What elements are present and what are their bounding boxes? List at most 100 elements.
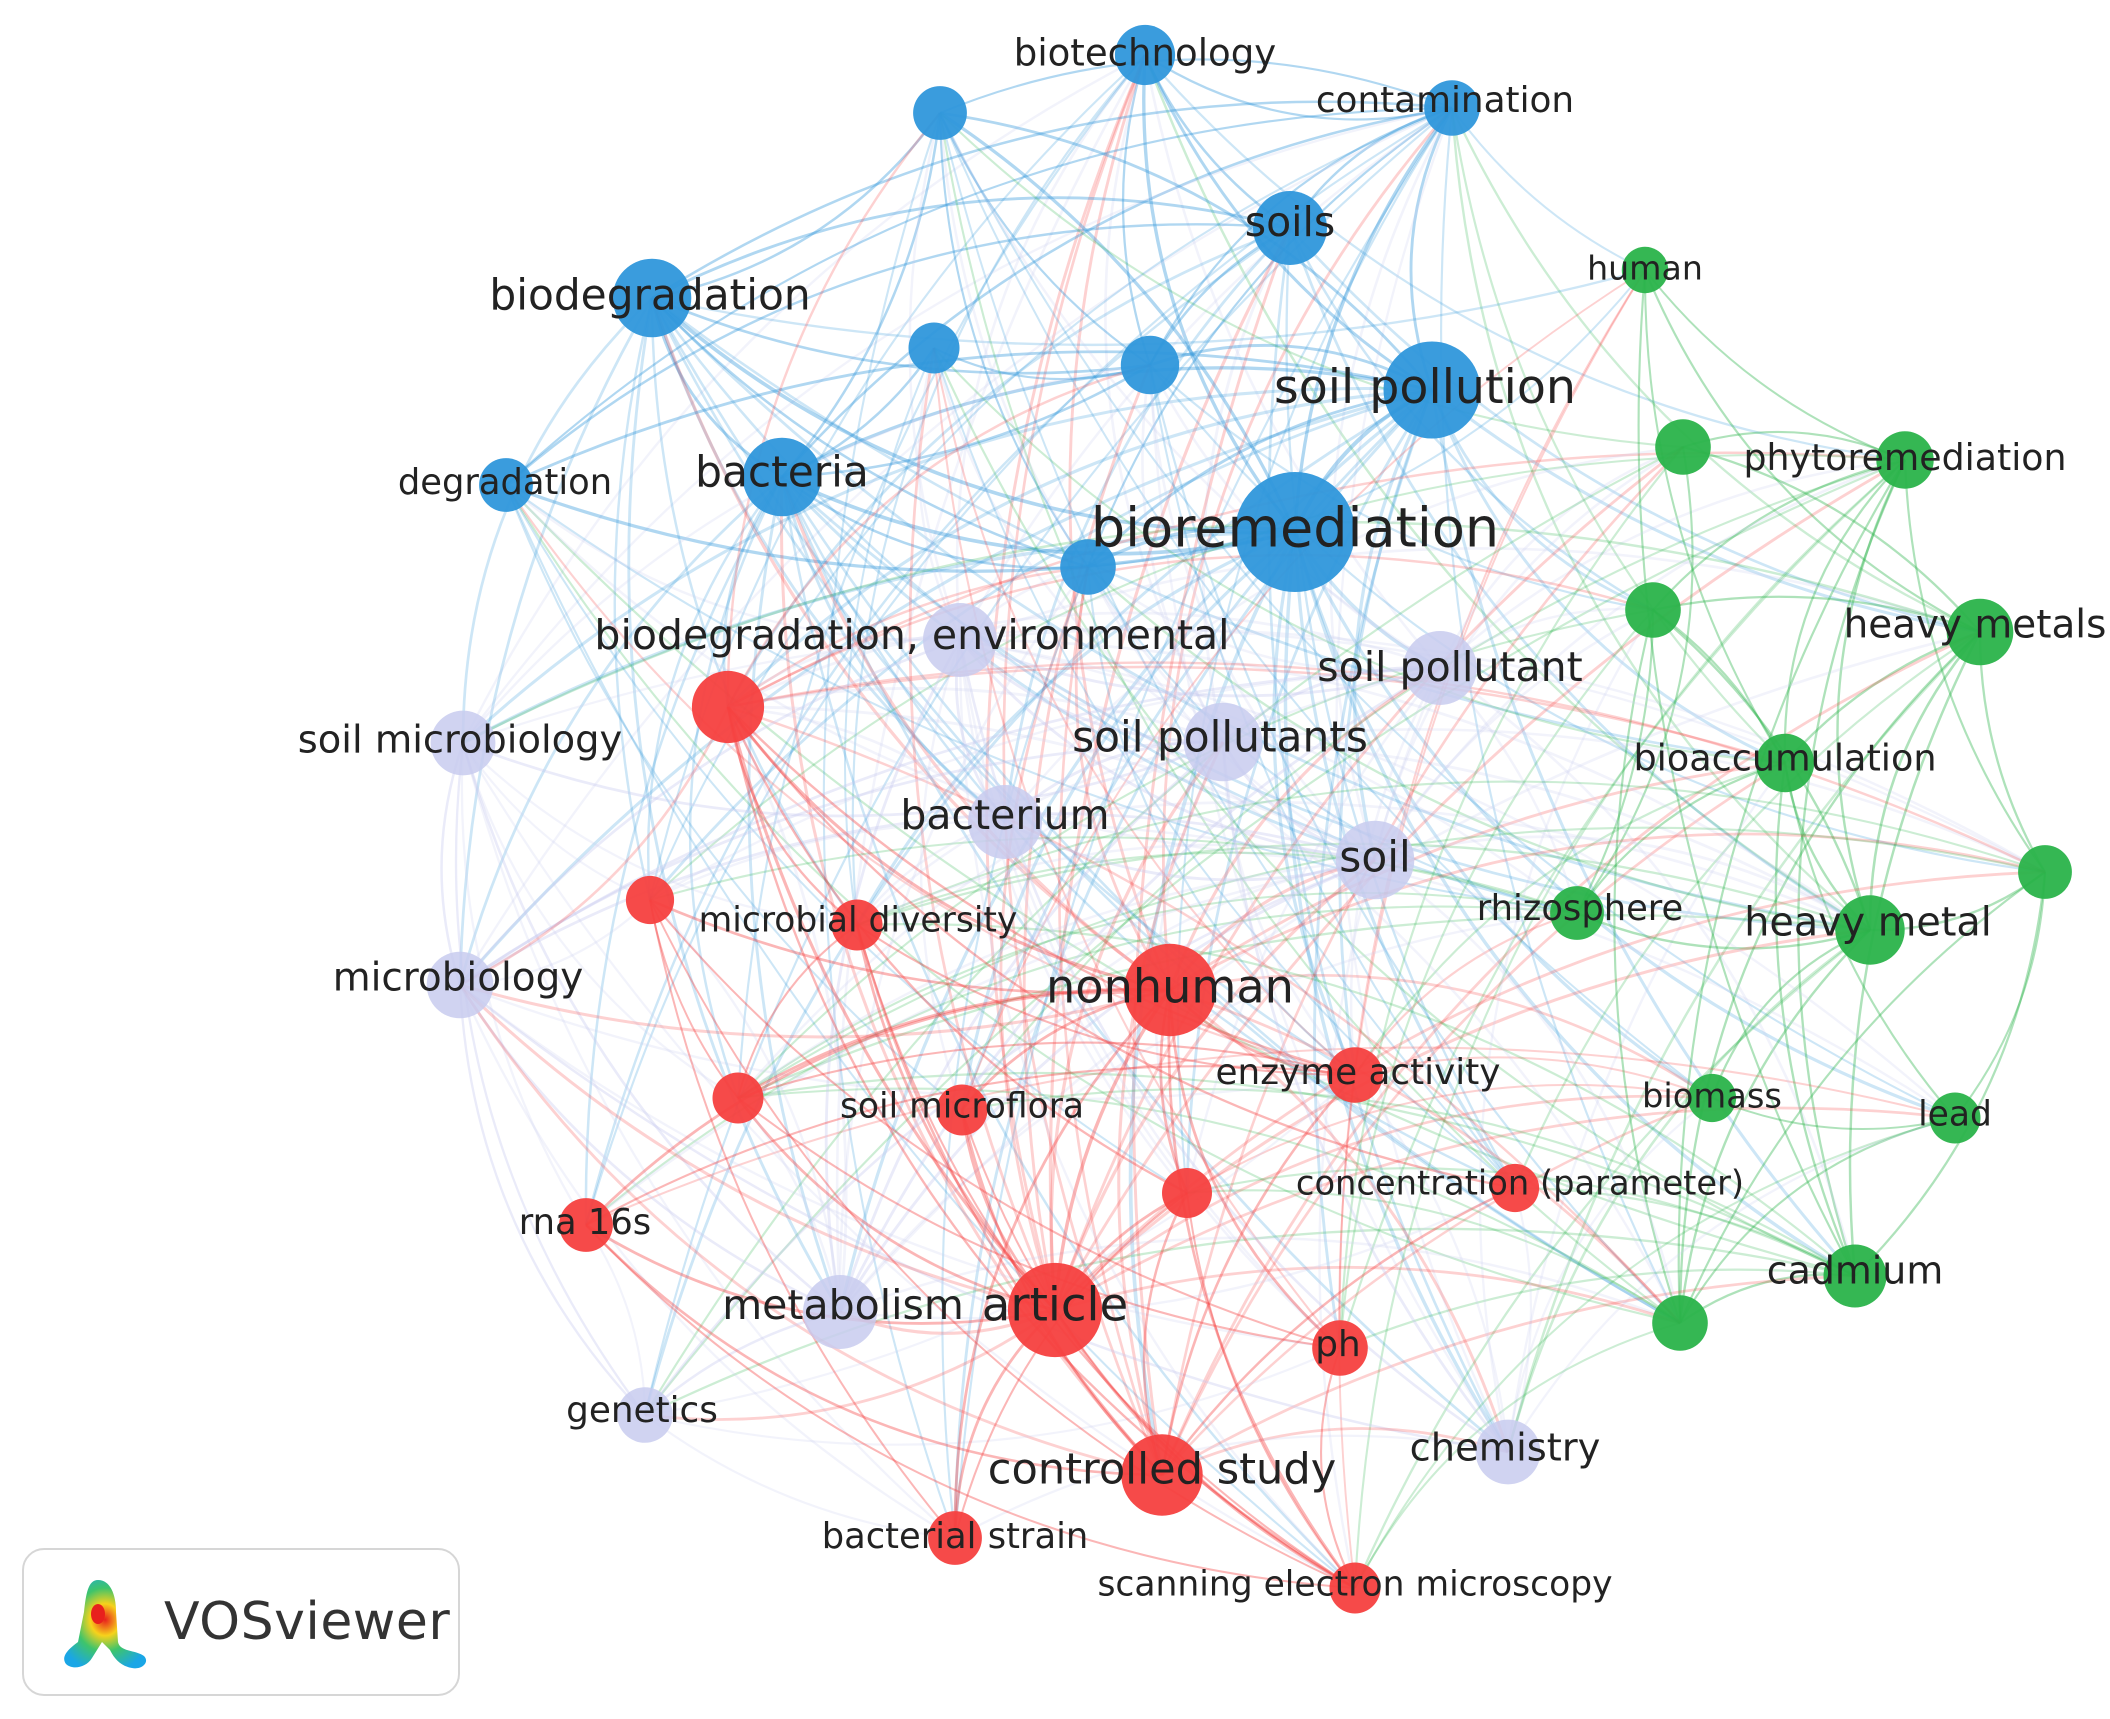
node-green-unlabeled-4[interactable] bbox=[1652, 1295, 1708, 1351]
edge-blue-unlabeled-1-soil-pollutant bbox=[938, 112, 1441, 670]
node-label-enzyme-activity[interactable]: enzyme activity bbox=[1216, 1052, 1501, 1093]
edge-phytoremediation-ph bbox=[1338, 459, 1906, 1349]
node-label-soil-pollutants[interactable]: soil pollutants bbox=[1072, 713, 1368, 762]
node-article[interactable] bbox=[1007, 1262, 1103, 1358]
edge-heavy-metal-soil-pollutants bbox=[1222, 740, 1871, 932]
node-human[interactable] bbox=[1621, 246, 1669, 294]
node-label-chemistry[interactable]: chemistry bbox=[1410, 1426, 1601, 1471]
node-rhizosphere[interactable] bbox=[1550, 886, 1604, 940]
node-label-soil-pollutant[interactable]: soil pollutant bbox=[1317, 643, 1582, 691]
node-controlled-study[interactable] bbox=[1121, 1434, 1203, 1516]
node-bioremediation[interactable] bbox=[1235, 472, 1355, 592]
edge-biotechnology-metabolism bbox=[835, 54, 1147, 1313]
node-soil-pollutant[interactable] bbox=[1403, 631, 1477, 705]
node-red-unlabeled-3[interactable] bbox=[712, 1072, 764, 1124]
node-concentration-parameter[interactable] bbox=[1490, 1163, 1540, 1213]
node-label-soils[interactable]: soils bbox=[1245, 198, 1336, 246]
node-label-biodegradation[interactable]: biodegradation bbox=[489, 271, 810, 320]
node-red-unlabeled-1[interactable] bbox=[691, 670, 765, 744]
node-blue-unlabeled-3[interactable] bbox=[1120, 335, 1180, 395]
node-biomass[interactable] bbox=[1687, 1073, 1737, 1123]
node-label-biomass[interactable]: biomass bbox=[1642, 1077, 1782, 1116]
node-label-degradation[interactable]: degradation bbox=[398, 462, 612, 503]
edge-heavy-metal-article bbox=[1053, 928, 1871, 1312]
node-biodegradation[interactable] bbox=[612, 258, 692, 338]
node-label-soil-pollution[interactable]: soil pollution bbox=[1274, 360, 1576, 415]
node-label-soil-microbiology[interactable]: soil microbiology bbox=[298, 718, 622, 763]
network-labels: biotechnology contamination soils biodegrad… bbox=[298, 32, 2107, 1605]
node-red-unlabeled-4[interactable] bbox=[1162, 1168, 1212, 1218]
node-biotechnology[interactable] bbox=[1114, 24, 1176, 86]
node-scanning-electron-microscopy[interactable] bbox=[1329, 1562, 1381, 1614]
node-label-biotechnology[interactable]: biotechnology bbox=[1014, 32, 1276, 75]
node-label-controlled-study[interactable]: controlled study bbox=[988, 1445, 1336, 1495]
node-soil-microbiology[interactable] bbox=[430, 710, 496, 776]
node-heavy-metal[interactable] bbox=[1835, 895, 1905, 965]
node-label-human[interactable]: human bbox=[1587, 249, 1703, 288]
node-genetics[interactable] bbox=[617, 1387, 673, 1443]
node-soils[interactable] bbox=[1253, 191, 1327, 265]
node-label-bacterial-strain[interactable]: bacterial strain bbox=[822, 1516, 1089, 1557]
node-biodegradation-environmental[interactable] bbox=[923, 603, 997, 677]
node-label-bacterium[interactable]: bacterium bbox=[900, 791, 1109, 839]
node-lead[interactable] bbox=[1929, 1092, 1981, 1144]
node-green-unlabeled-1[interactable] bbox=[1655, 419, 1711, 475]
node-label-phytoremediation[interactable]: phytoremediation bbox=[1743, 436, 2066, 479]
node-label-microbial-diversity[interactable]: microbial diversity bbox=[699, 901, 1018, 941]
node-label-bioaccumulation[interactable]: bioaccumulation bbox=[1633, 737, 1936, 780]
node-phytoremediation[interactable] bbox=[1876, 431, 1934, 489]
node-contamination[interactable] bbox=[1424, 80, 1480, 136]
node-label-cadmium[interactable]: cadmium bbox=[1767, 1249, 1943, 1293]
node-ph[interactable] bbox=[1312, 1320, 1368, 1376]
edge-blue-unlabeled-1-red-unlabeled-1 bbox=[726, 112, 941, 708]
node-green-unlabeled-3[interactable] bbox=[2018, 845, 2072, 899]
node-red-unlabeled-2[interactable] bbox=[625, 875, 675, 925]
node-microbiology[interactable] bbox=[426, 951, 494, 1019]
node-label-lead[interactable]: lead bbox=[1918, 1095, 1992, 1135]
node-bacterium[interactable] bbox=[968, 785, 1042, 859]
node-label-soil-microflora[interactable]: soil microflora bbox=[840, 1087, 1084, 1127]
node-soil-pollutants[interactable] bbox=[1183, 702, 1263, 782]
node-nonhuman[interactable] bbox=[1123, 943, 1217, 1037]
node-label-microbiology[interactable]: microbiology bbox=[333, 956, 584, 1001]
node-bacterial-strain[interactable] bbox=[928, 1511, 982, 1565]
node-soil-microflora[interactable] bbox=[936, 1084, 988, 1136]
edge-bacteria-blue-unlabeled-1 bbox=[781, 112, 942, 478]
node-label-genetics[interactable]: genetics bbox=[566, 1390, 718, 1431]
node-label-nonhuman[interactable]: nonhuman bbox=[1046, 960, 1294, 1014]
node-label-contamination[interactable]: contamination bbox=[1316, 80, 1574, 121]
node-enzyme-activity[interactable] bbox=[1327, 1047, 1383, 1103]
node-label-bioremediation[interactable]: bioremediation bbox=[1091, 497, 1499, 560]
node-chemistry[interactable] bbox=[1475, 1419, 1541, 1485]
node-bacteria[interactable] bbox=[742, 437, 822, 517]
edge-red-unlabeled-1-article bbox=[726, 706, 1057, 1312]
node-blue-unlabeled-2[interactable] bbox=[908, 322, 960, 374]
node-metabolism[interactable] bbox=[803, 1275, 877, 1349]
node-cadmium[interactable] bbox=[1823, 1244, 1887, 1308]
node-soil-pollution[interactable] bbox=[1383, 341, 1481, 439]
node-blue-unlabeled-1[interactable] bbox=[913, 86, 967, 140]
node-blue-unlabeled-4[interactable] bbox=[1060, 539, 1116, 595]
edge-blue-unlabeled-2-soil-pollutants bbox=[932, 347, 1224, 744]
node-soil[interactable] bbox=[1335, 820, 1415, 900]
node-label-rhizosphere[interactable]: rhizosphere bbox=[1477, 888, 1684, 929]
node-label-soil[interactable]: soil bbox=[1339, 833, 1410, 882]
node-degradation[interactable] bbox=[479, 458, 533, 512]
node-label-concentration-parameter[interactable]: concentration (parameter) bbox=[1296, 1164, 1744, 1203]
node-green-unlabeled-2[interactable] bbox=[1625, 582, 1681, 638]
node-label-scanning-electron-microscopy[interactable]: scanning electron microscopy bbox=[1097, 1565, 1612, 1605]
node-label-article[interactable]: article bbox=[982, 1279, 1128, 1333]
node-microbial-diversity[interactable] bbox=[831, 899, 883, 951]
node-label-ph[interactable]: ph bbox=[1315, 1324, 1360, 1365]
node-rna-16s[interactable] bbox=[559, 1198, 613, 1252]
node-label-heavy-metal[interactable]: heavy metal bbox=[1744, 900, 1991, 946]
node-label-metabolism[interactable]: metabolism bbox=[722, 1281, 964, 1329]
node-bioaccumulation[interactable] bbox=[1755, 733, 1815, 793]
node-label-bacteria[interactable]: bacteria bbox=[695, 448, 869, 497]
node-heavy-metals[interactable] bbox=[1946, 598, 2014, 666]
node-label-rna-16s[interactable]: rna 16s bbox=[519, 1202, 651, 1243]
node-label-heavy-metals[interactable]: heavy metals bbox=[1844, 603, 2107, 648]
node-label-biodegradation-environmental[interactable]: biodegradation, environmental bbox=[594, 611, 1229, 659]
